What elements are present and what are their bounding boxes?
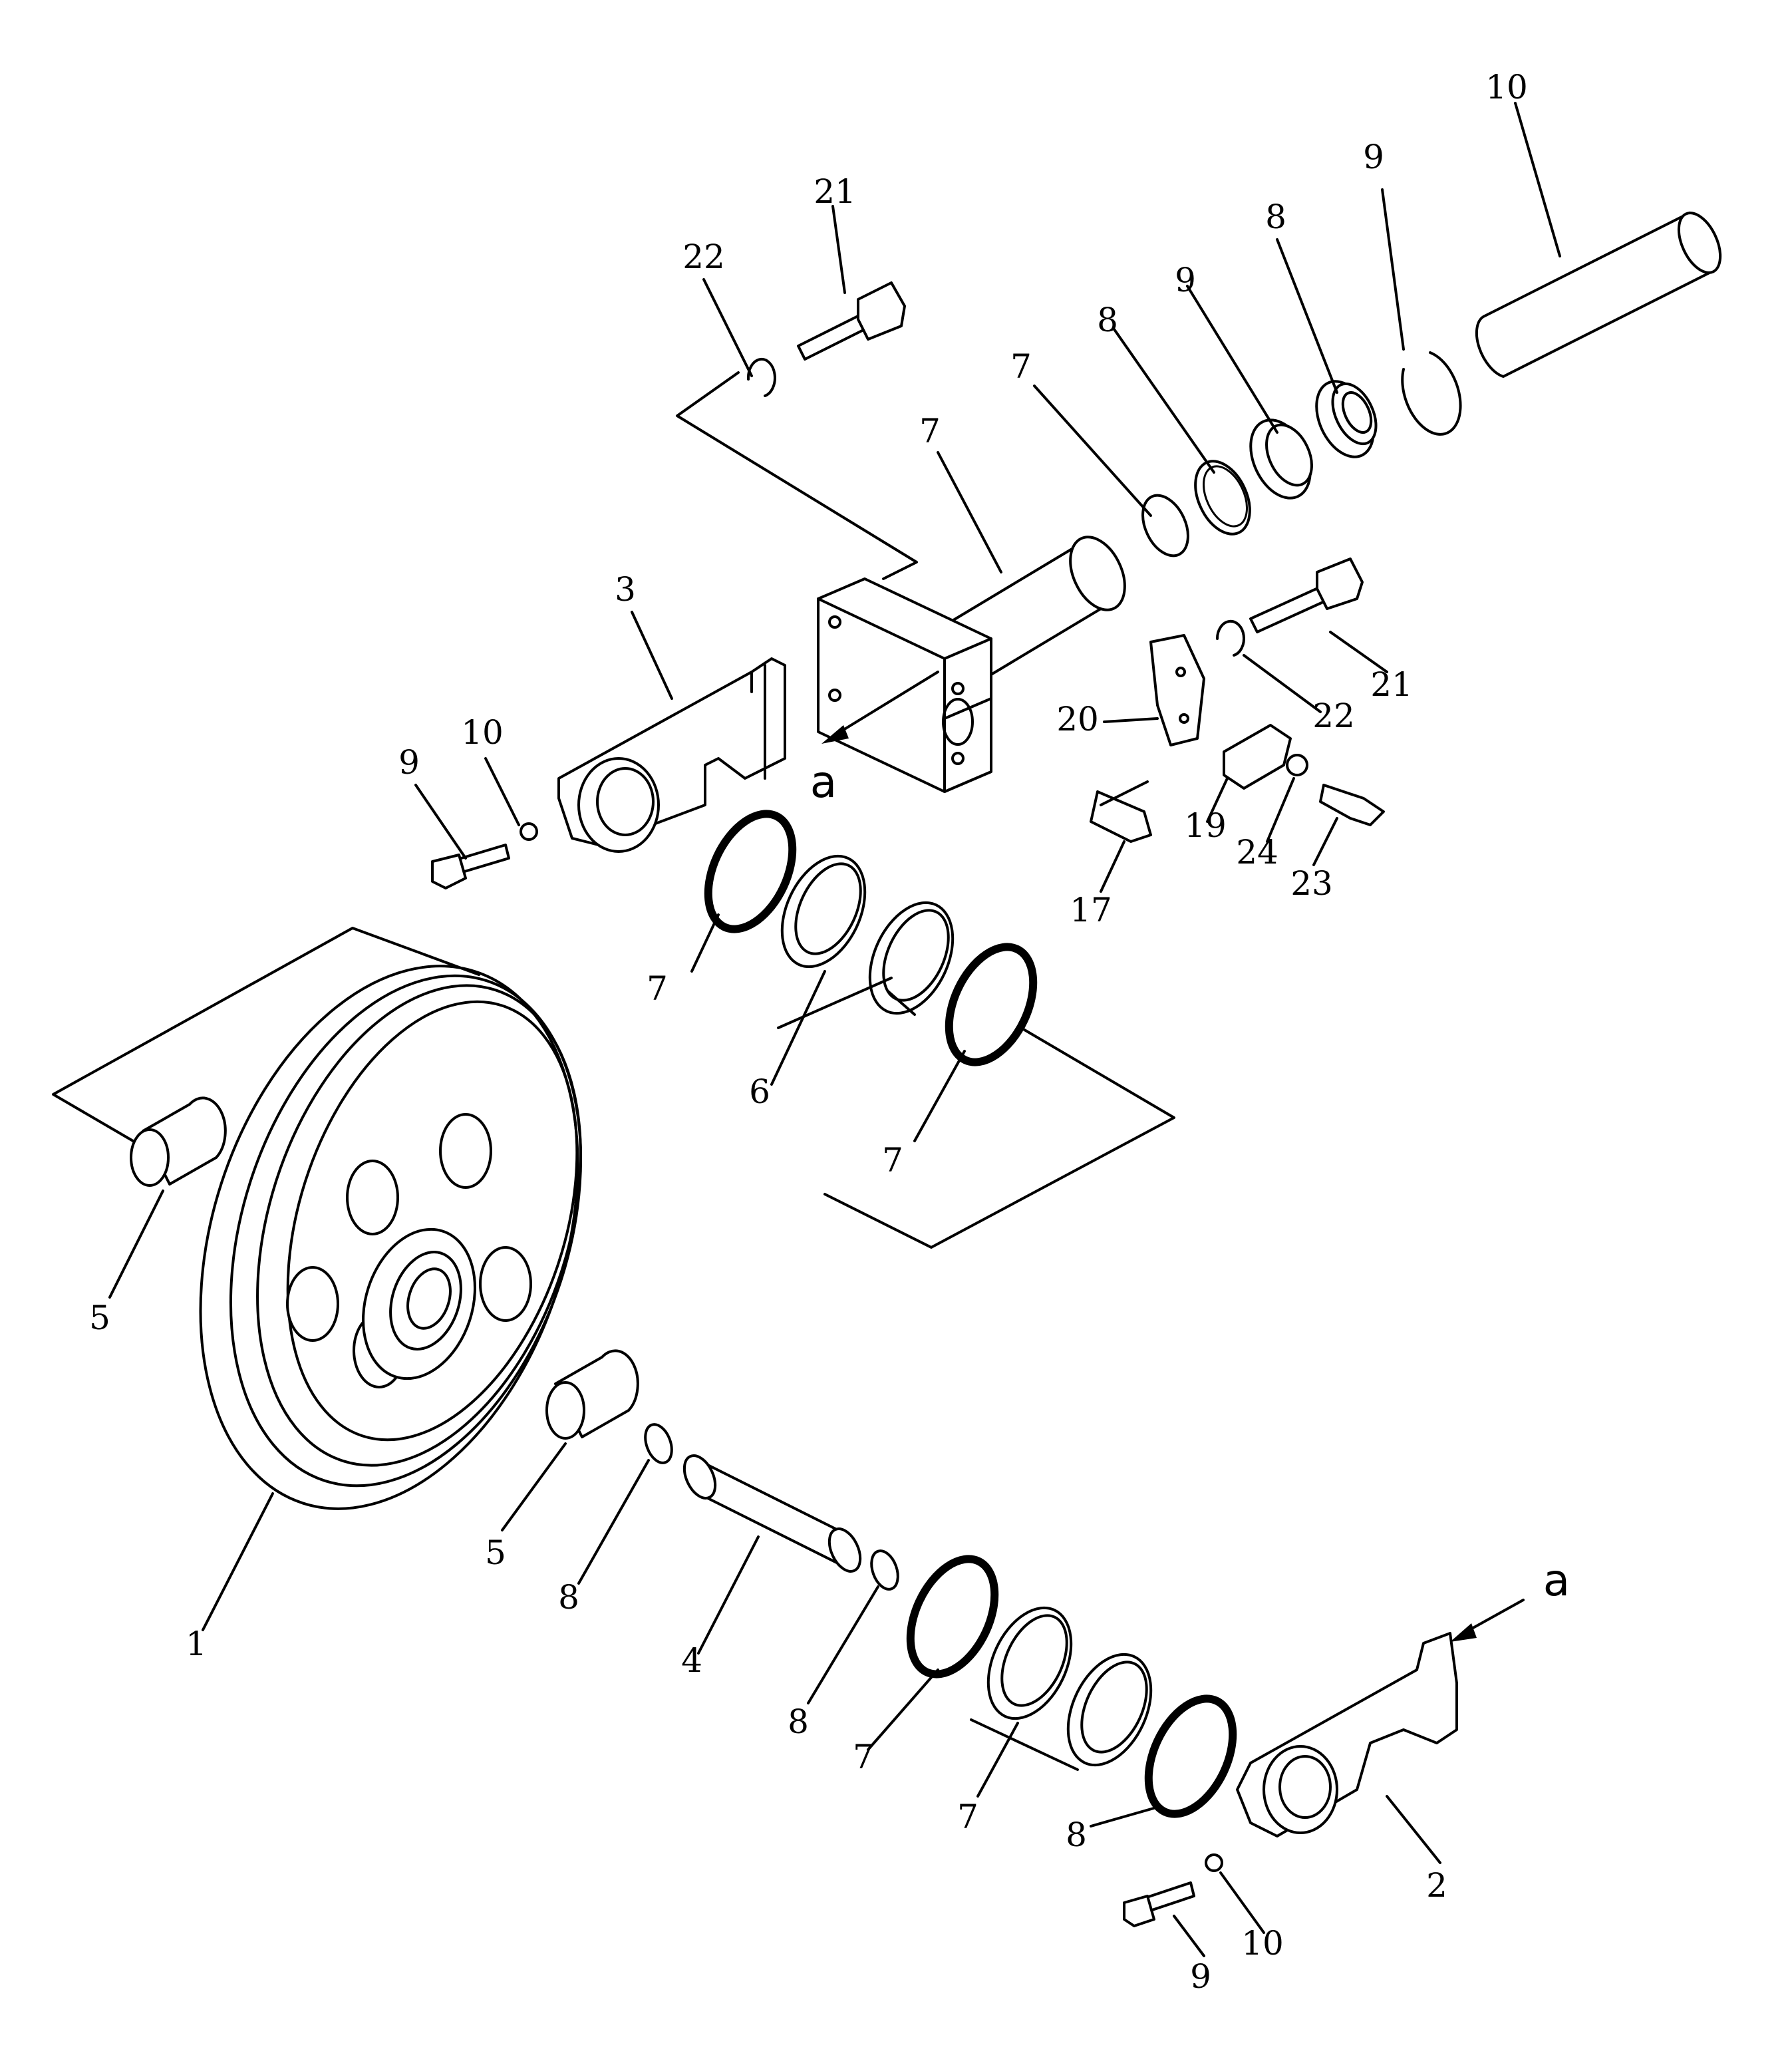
part-14-bearing <box>1315 380 1378 458</box>
label-3: 3 <box>615 570 636 609</box>
part-24-washer <box>1286 754 1308 776</box>
label-10-upper: 10 <box>461 713 504 752</box>
label-23: 23 <box>1290 864 1333 903</box>
part-13-ring <box>1194 460 1251 536</box>
part-20-plate <box>1149 634 1205 746</box>
label-12: 7 <box>1010 347 1032 386</box>
label-4: 4 <box>681 1641 702 1680</box>
part-7-o-ring-c <box>906 1555 999 1678</box>
part-6-seal-b <box>868 901 955 1015</box>
part-17-grease-fitting <box>1090 790 1152 843</box>
label-6-a: 6 <box>749 1072 770 1111</box>
label-5-lower: 5 <box>485 1533 506 1572</box>
part-6-seal-d <box>1066 1653 1153 1767</box>
label-22-upper: 22 <box>682 238 725 276</box>
part-12-o-ring <box>1141 494 1189 557</box>
label-14: 8 <box>1265 198 1286 236</box>
part-number-labels: 10 9 8 9 8 7 7 21 22 3 10 9 21 22 20 19 … <box>89 68 1570 1996</box>
part-3-bracket <box>557 657 786 853</box>
label-6-b: 7 <box>957 1798 978 1836</box>
part-9-bolt-lower <box>1123 1881 1195 1927</box>
label-7-c: 7 <box>853 1738 874 1776</box>
part-7-o-ring-a <box>704 810 797 933</box>
label-17: 17 <box>1070 891 1112 929</box>
label-2: 2 <box>1426 1866 1447 1905</box>
part-1-idler-wheel <box>199 965 583 1510</box>
part-16-snap-ring <box>1401 351 1462 436</box>
label-1: 1 <box>186 1625 207 1663</box>
label-7-a: 7 <box>647 969 668 1008</box>
label-7-b: 7 <box>882 1141 903 1180</box>
label-9-upper: 9 <box>398 743 420 782</box>
leader-lines <box>52 102 1561 1957</box>
part-8-o-ring-upper <box>644 1423 673 1464</box>
label-15: 9 <box>1175 261 1196 299</box>
view-marker-a-upper: a <box>810 756 837 808</box>
part-2-bracket <box>1236 1632 1458 1837</box>
part-23-bolt <box>1319 784 1385 826</box>
part-18-pin <box>1475 212 1722 378</box>
label-21-upper: 21 <box>814 172 856 211</box>
part-9-bolt-upper <box>431 844 510 889</box>
part-7-o-ring-b <box>945 943 1038 1066</box>
part-21-bolt-upper <box>797 281 906 361</box>
part-10-washer-upper <box>520 822 538 841</box>
part-21-bolt-lower <box>1249 557 1364 633</box>
label-5-upper: 5 <box>89 1299 110 1337</box>
part-6-seal-c <box>986 1606 1073 1720</box>
label-8-lower: 8 <box>788 1702 809 1741</box>
part-19-plate <box>1223 724 1292 790</box>
part-4-shaft <box>682 1454 862 1573</box>
label-20: 20 <box>1056 700 1099 738</box>
part-10-washer-lower <box>1205 1853 1223 1872</box>
label-11: 7 <box>919 412 941 450</box>
part-6-seal-a <box>780 854 867 969</box>
label-16: 9 <box>1363 138 1384 176</box>
label-7-d: 8 <box>1066 1816 1087 1854</box>
label-24: 24 <box>1236 833 1278 872</box>
part-5-bushing-lower <box>545 1349 639 1440</box>
part-22-washer-lower <box>1215 619 1245 657</box>
label-21-lower: 21 <box>1370 665 1413 704</box>
part-7-o-ring-d <box>1144 1694 1237 1818</box>
part-8-o-ring-lower <box>870 1549 899 1591</box>
part-11-housing <box>817 536 1126 793</box>
label-10-lower: 10 <box>1241 1924 1284 1963</box>
label-13: 8 <box>1097 301 1118 339</box>
part-22-washer-upper <box>746 357 776 397</box>
label-9-lower: 9 <box>1190 1957 1211 1996</box>
label-19: 19 <box>1184 806 1227 845</box>
view-marker-a-lower: a <box>1543 1555 1570 1606</box>
part-15-seal <box>1249 418 1313 500</box>
part-5-bushing-upper <box>130 1096 227 1187</box>
label-22-lower: 22 <box>1312 697 1355 735</box>
label-18: 10 <box>1485 68 1528 106</box>
label-8-upper: 8 <box>558 1578 579 1617</box>
